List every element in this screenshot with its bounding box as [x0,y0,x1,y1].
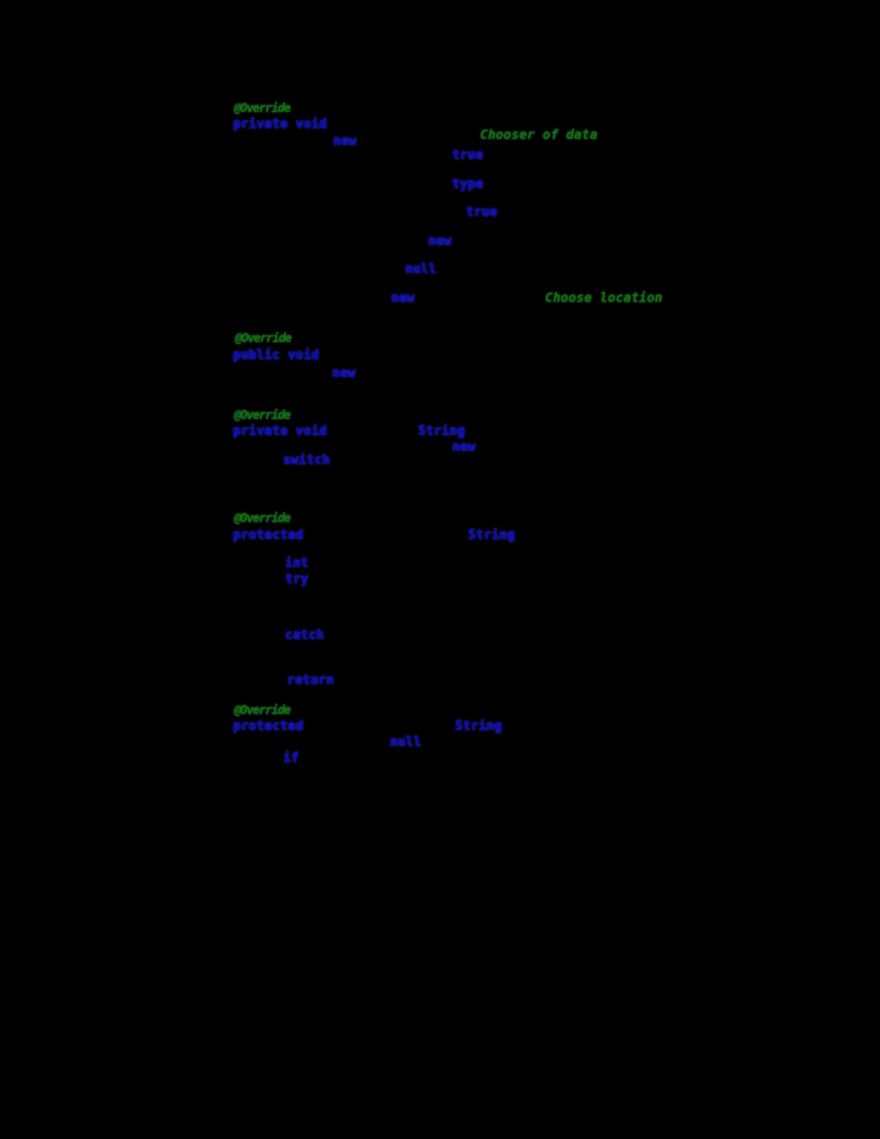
keyword-token: new [428,234,452,249]
annotation-token: @Override [234,101,291,115]
keyword-token: null [405,262,437,277]
keyword-token: try [285,572,309,587]
keyword-token: public void [233,348,320,363]
keyword-token: protected [233,719,304,734]
keyword-token: String [455,719,502,734]
keyword-token: type [452,177,484,192]
keyword-token: String [468,528,515,543]
keyword-token: new [452,440,476,455]
keyword-token: return [287,673,334,688]
keyword-token: String [418,424,465,439]
keyword-token: null [390,735,422,750]
keyword-token: private void [233,424,327,439]
keyword-token: new [333,134,357,149]
keyword-token: int [285,556,309,571]
keyword-token: new [332,366,356,381]
annotation-token: @Override [234,408,291,422]
keyword-token: protected [233,528,304,543]
annotation-token: @Override [235,331,292,345]
keyword-token: catch [285,628,325,643]
keyword-token: true [452,148,484,163]
keyword-token: private void [233,117,327,132]
annotation-token: @Override [234,703,291,717]
keyword-token: if [283,751,299,766]
comment-token: Chooser of data [480,128,598,143]
keyword-token: switch [283,453,330,468]
keyword-token: true [466,205,498,220]
comment-token: Choose location [545,291,663,306]
keyword-token: new [391,291,415,306]
annotation-token: @Override [234,511,291,525]
